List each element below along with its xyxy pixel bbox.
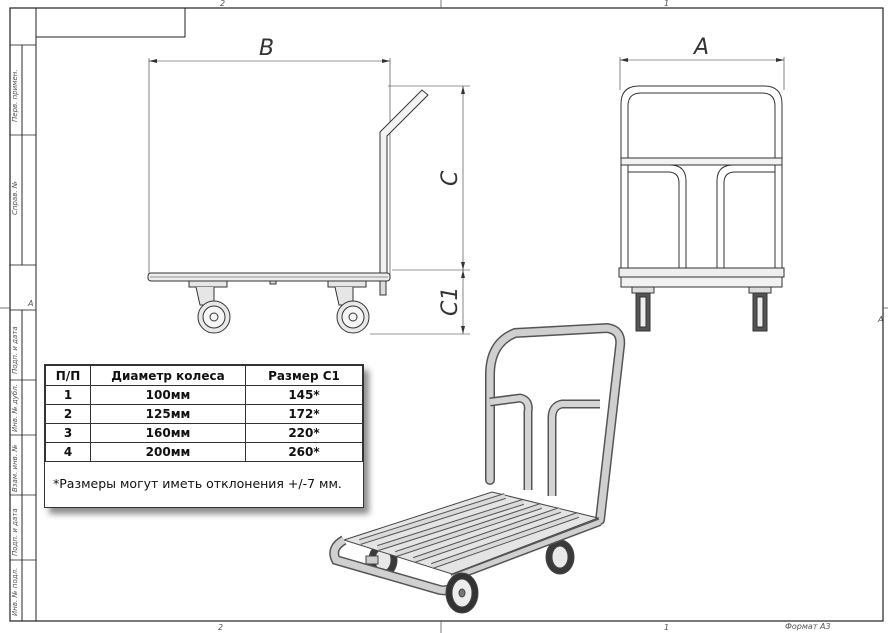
side-cell-2: Справ. № (11, 181, 19, 215)
tolerance-note: *Размеры могут иметь отклонения +/-7 мм. (53, 476, 342, 491)
cell-index: 3 (45, 423, 91, 443)
table-row: 3 160мм 220* (45, 423, 363, 443)
dimension-b-label: B (259, 36, 274, 61)
cell-wheel-diameter: 125мм (90, 404, 246, 424)
zone-bottom-left: 2 (218, 623, 223, 632)
wheel-spec-table: П/П Диаметр колеса Размер С1 1 100мм 145… (45, 365, 363, 462)
side-cell-7: Инв. № подл. (11, 568, 19, 616)
side-cell-3: Подп. и дата (11, 326, 19, 374)
isometric-view (329, 322, 626, 614)
zone-bottom-right: 1 (664, 623, 669, 632)
cell-wheel-diameter: 100мм (90, 385, 246, 405)
cell-index: 1 (45, 385, 91, 405)
title-stub (35, 7, 186, 38)
front-view (618, 57, 785, 332)
format-label: Формат А3 (785, 622, 831, 631)
zone-side-left: A (27, 299, 33, 308)
side-cell-4: Инв. № дубл. (11, 384, 19, 432)
cell-wheel-diameter: 200мм (90, 442, 246, 462)
zone-top-left: 2 (220, 0, 225, 8)
cell-size-c1: 172* (245, 404, 363, 424)
dimension-c1-label: C1 (438, 287, 463, 316)
dimension-a-label: A (692, 35, 709, 60)
table-header-row: П/П Диаметр колеса Размер С1 (45, 365, 363, 386)
zone-side-right: A (877, 315, 883, 324)
zone-top-right: 1 (664, 0, 669, 8)
wheel-spec-table-panel: П/П Диаметр колеса Размер С1 1 100мм 145… (44, 364, 364, 508)
table-row: 2 125мм 172* (45, 404, 363, 424)
side-cell-5: Взам. инв. № (11, 444, 19, 492)
header-size-c1: Размер С1 (245, 365, 363, 386)
table-row: 1 100мм 145* (45, 385, 363, 405)
header-wheel-diameter: Диаметр колеса (90, 365, 246, 386)
side-view (147, 58, 470, 335)
header-index: П/П (45, 365, 91, 386)
side-stamp: Перв. примен. Справ. № Подп. и дата Инв.… (9, 44, 37, 622)
side-cell-6: Подп. и дата (11, 508, 19, 556)
cell-index: 2 (45, 404, 91, 424)
cell-size-c1: 220* (245, 423, 363, 443)
cell-size-c1: 145* (245, 385, 363, 405)
dimension-c-label: C (438, 170, 463, 186)
cell-wheel-diameter: 160мм (90, 423, 246, 443)
cell-size-c1: 260* (245, 442, 363, 462)
side-cell-1: Перв. примен. (11, 69, 19, 122)
cell-index: 4 (45, 442, 91, 462)
table-row: 4 200мм 260* (45, 442, 363, 462)
